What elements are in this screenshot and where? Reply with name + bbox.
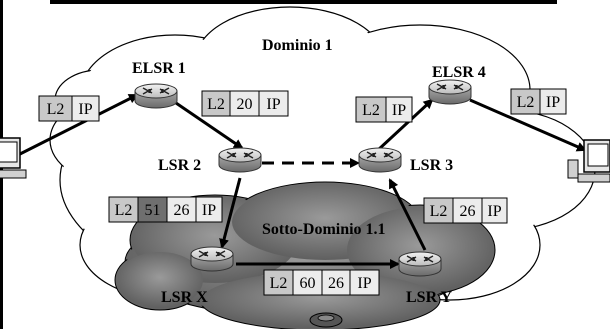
packet-cell: L2 [517,94,535,111]
link-lsr3-elsr4 [376,98,434,152]
packet-cell: L2 [47,101,65,118]
packet-cell: L2 [362,102,380,119]
packet-cell: L2 [115,202,133,219]
router-label-elsr1: ELSR 1 [132,60,186,77]
packet-cell: L2 [270,275,288,292]
domain-label-outer: Dominio 1 [262,37,333,54]
packet-cell: IP [546,94,560,111]
packet-cell: IP [487,203,501,220]
packet-cell: 51 [145,202,161,219]
packet-cell: IP [202,202,216,219]
packet-cell: 60 [300,275,316,292]
link-elsr4-host [469,98,587,152]
packet-cell: 20 [237,96,253,113]
packet-label-ingress: L2 IP [38,95,100,122]
computer-icon-left [0,137,27,179]
link-elsr1-lsr2 [175,101,244,150]
packet-label-egress: L2 IP [510,88,567,115]
link-lsry-lsr3 [388,178,427,251]
router-icon-lsr3 [358,147,402,173]
packet-label-lsrx-out: L2 60 26 IP [263,269,380,296]
router-icon-lsrx [190,246,234,272]
router-icon-lsr2 [218,147,262,173]
packet-cell: IP [78,101,92,118]
packet-label-lsry-out: L2 26 IP [423,197,508,224]
router-icon-elsr4 [428,79,472,105]
packet-label-elsr1-out: L2 20 IP [201,90,289,117]
header-bar [50,0,557,4]
router-label-lsry: LSR Y [406,289,453,306]
router-icon-lsry [398,251,442,277]
packet-cell: 26 [328,275,344,292]
packet-cell: IP [392,102,406,119]
domain-label-inner: Sotto-Dominio 1.1 [262,221,386,238]
packet-cell: 26 [174,202,190,219]
packet-cell: IP [266,96,280,113]
packet-cell: IP [357,275,371,292]
link-lsr2-lsrx [219,177,242,249]
packet-cell: L2 [430,203,448,220]
router-label-elsr4: ELSR 4 [432,64,486,81]
link-host-elsr1 [17,93,139,157]
packet-cell: L2 [207,96,225,113]
packet-label-lsr3-out: L2 IP [355,96,413,123]
computer-icon-right [567,139,610,183]
packet-label-lsr2-out: L2 51 26 IP [108,196,223,223]
router-icon-elsr1 [134,83,178,109]
router-label-lsr3: LSR 3 [410,157,453,174]
bottom-device-icon [309,312,343,328]
router-label-lsrx: LSR X [161,289,208,306]
router-label-lsr2: LSR 2 [158,157,201,174]
packet-cell: 26 [460,203,476,220]
